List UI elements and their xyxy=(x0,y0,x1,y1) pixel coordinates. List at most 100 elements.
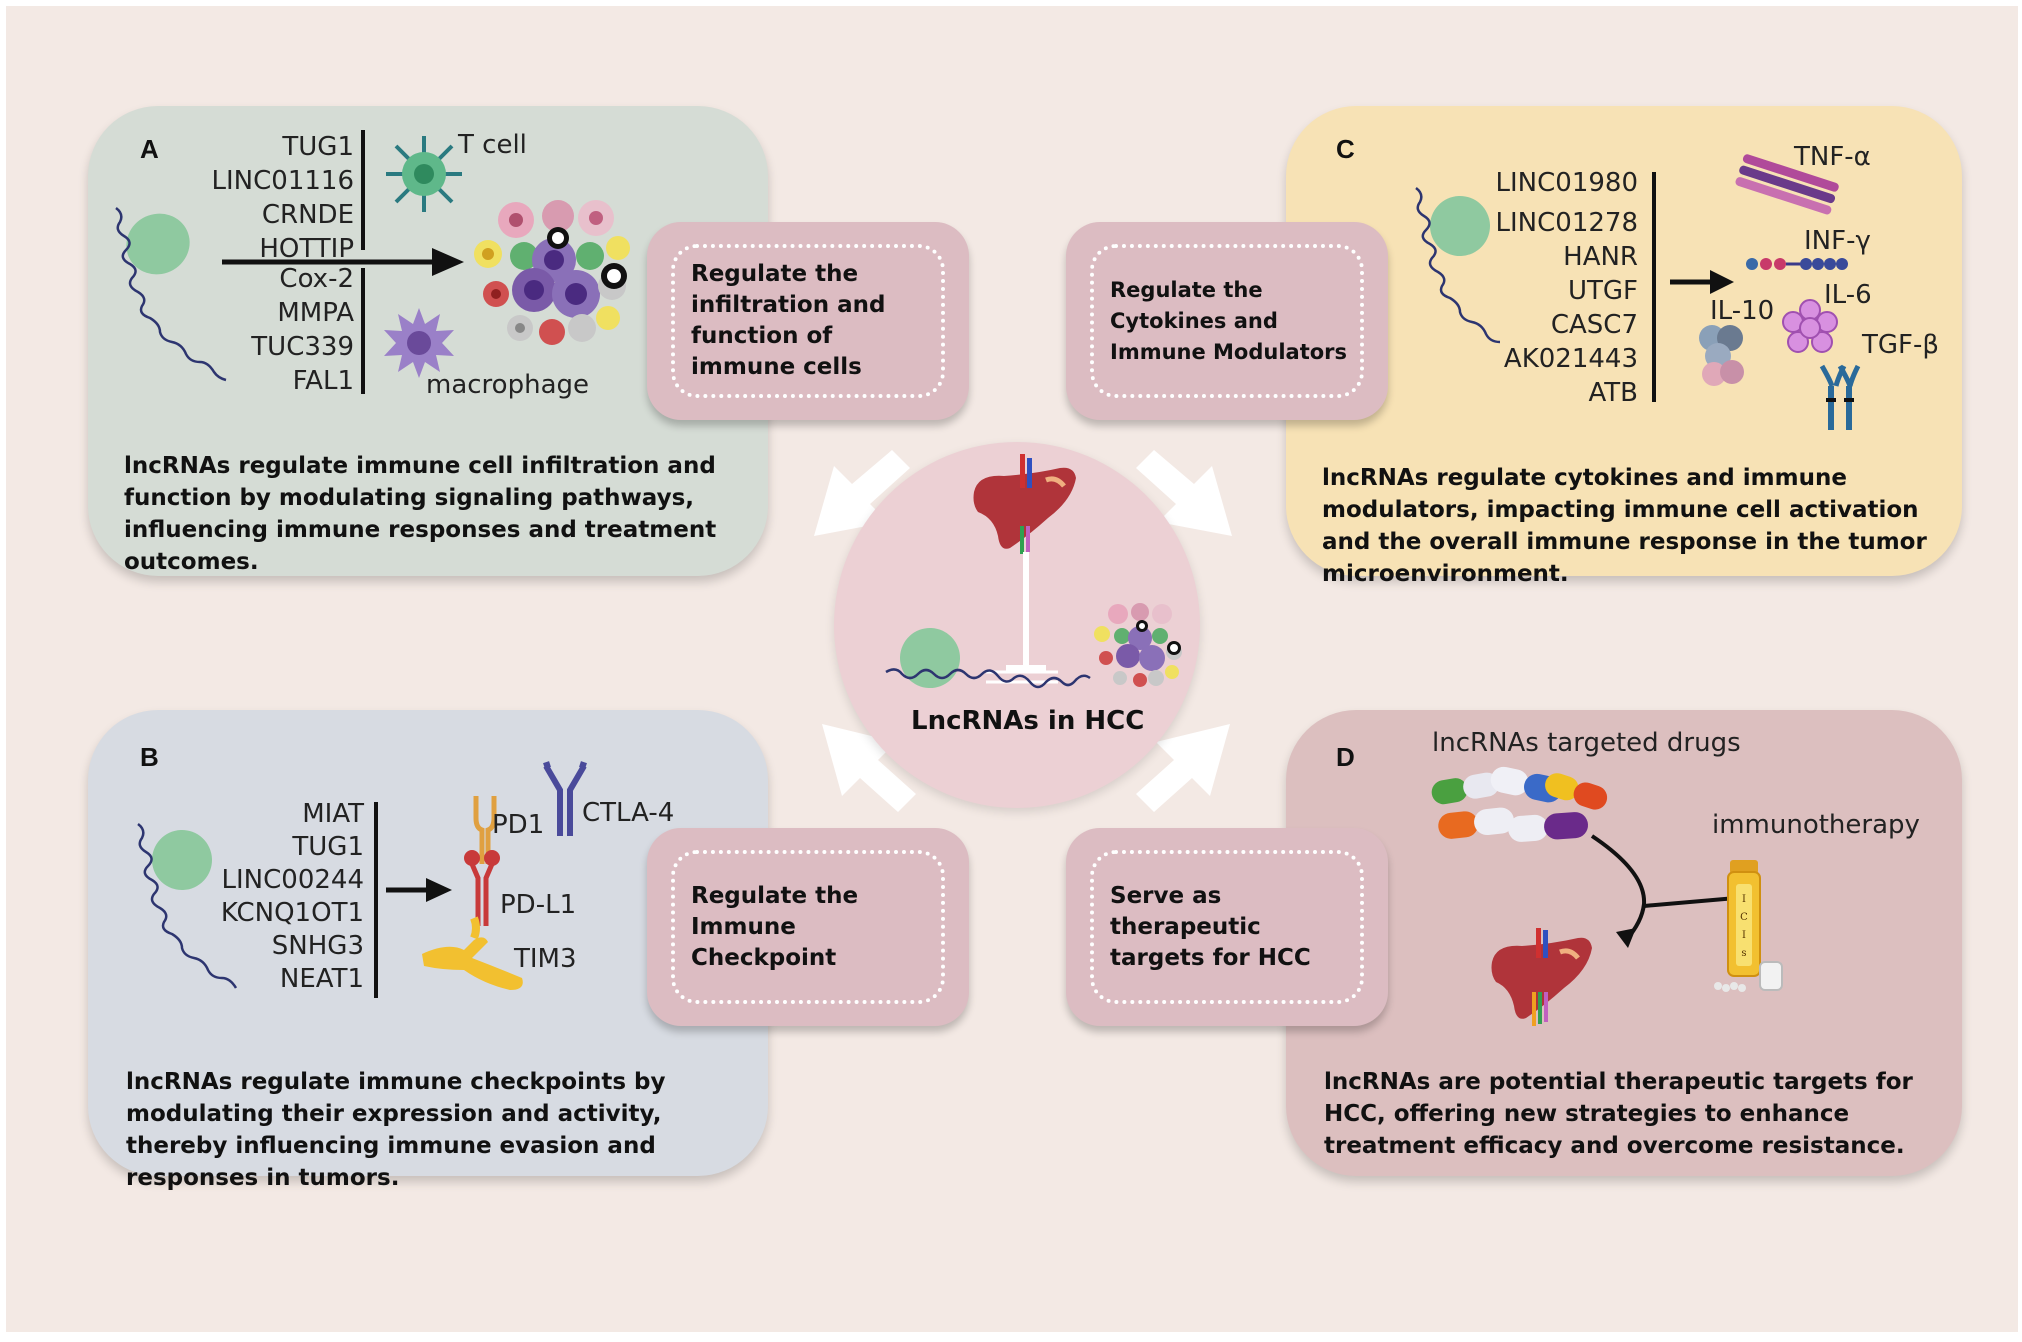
inf-gamma-icon xyxy=(1746,258,1848,270)
svg-text:C: C xyxy=(1740,912,1748,923)
gene: MIAT xyxy=(302,799,364,829)
ici-vial-icon: I C I s xyxy=(1714,860,1783,992)
box-infiltration-frame: Regulate the infiltration and function o… xyxy=(671,244,945,398)
il-10-icon xyxy=(1699,325,1744,386)
box-infiltration-text: Regulate the infiltration and function o… xyxy=(691,261,886,380)
box-cytokines: Regulate the Cytokines and Immune Modula… xyxy=(1066,222,1388,420)
panel-c xyxy=(1286,106,1962,576)
svg-text:s: s xyxy=(1741,948,1746,959)
gene: LINC01278 xyxy=(1495,208,1638,238)
box-cytokines-frame: Regulate the Cytokines and Immune Modula… xyxy=(1090,244,1364,398)
panel-a-genes-bottom: Cox-2 MMPA TUC339 FAL1 xyxy=(196,262,354,398)
box-infiltration: Regulate the infiltration and function o… xyxy=(647,222,969,420)
arrow-right xyxy=(222,248,464,276)
gene: NEAT1 xyxy=(279,964,364,994)
gene: SNHG3 xyxy=(271,931,364,961)
arrow-down-left xyxy=(822,724,916,812)
convergence-arrows xyxy=(1590,834,1737,948)
ici-label: I xyxy=(1742,894,1746,905)
arrow-up-left xyxy=(814,450,910,536)
gene: Cox-2 xyxy=(279,264,354,294)
tnf-alpha-icon xyxy=(1735,154,1839,215)
box-therapeutic-text: Serve as therapeutic targets for HCC xyxy=(1110,882,1311,971)
gene: UTGF xyxy=(1567,276,1638,306)
ctla4-label: CTLA-4 xyxy=(582,798,675,828)
gene: HOTTIP xyxy=(259,234,354,264)
lncrna-icon-c xyxy=(1415,187,1501,344)
gene: LINC00244 xyxy=(221,865,364,895)
center-liver-icon xyxy=(973,454,1076,554)
immune-cells-icon xyxy=(474,200,630,345)
pd1-label: PD1 xyxy=(492,810,545,840)
figure-canvas: A TUG1 LINC01116 CRNDE HOTTIP Cox-2 MMPA… xyxy=(6,6,2018,1332)
tgf-beta-icon xyxy=(1819,364,1861,430)
inhibition-bar xyxy=(374,802,378,998)
il-10-label: IL-10 xyxy=(1710,296,1775,326)
panel-a-description: lncRNAs regulate immune cell infiltratio… xyxy=(124,453,717,575)
gene: CRNDE xyxy=(261,200,354,230)
drugs-label: lncRNAs targeted drugs xyxy=(1432,728,1741,758)
arrow-right xyxy=(1670,270,1734,294)
arrow-up-right xyxy=(1136,450,1232,536)
lncrna-icon-a xyxy=(115,207,227,382)
gene: LINC01980 xyxy=(1495,168,1638,198)
t-cell-label: T cell xyxy=(458,130,527,160)
gene: LINC01116 xyxy=(211,166,354,196)
pd-l1-icon xyxy=(464,850,500,926)
pd-l1-label: PD-L1 xyxy=(500,890,577,920)
arrow-down-right xyxy=(1136,724,1230,812)
gene: KCNQ1OT1 xyxy=(220,898,364,928)
il-6-label: IL-6 xyxy=(1824,280,1872,310)
panel-c-genes: LINC01980 LINC01278 HANR UTGF CASC7 AK02… xyxy=(1476,166,1638,410)
panel-b-genes: MIAT TUG1 LINC00244 KCNQ1OT1 SNHG3 NEAT1 xyxy=(206,798,364,996)
inhibition-symbol xyxy=(1006,552,1046,671)
inhibition-bar xyxy=(361,130,365,250)
box-checkpoint-frame: Regulate the Immune Checkpoint xyxy=(671,850,945,1004)
gene: HANR xyxy=(1563,242,1638,272)
tnf-alpha-label: TNF-α xyxy=(1794,142,1871,172)
svg-text:I: I xyxy=(1742,930,1746,941)
macrophage-icon xyxy=(384,308,454,378)
gene: ATB xyxy=(1588,378,1639,408)
gene: TUC339 xyxy=(251,332,354,362)
gene: FAL1 xyxy=(292,366,354,396)
liver-icon xyxy=(1491,928,1592,1026)
panel-a-letter: A xyxy=(140,134,159,164)
panel-c-letter: C xyxy=(1336,134,1355,164)
gene: CASC7 xyxy=(1550,310,1638,340)
t-cell-icon xyxy=(386,136,462,212)
gene: AK021443 xyxy=(1503,344,1638,374)
panel-a-genes-top: TUG1 LINC01116 CRNDE HOTTIP xyxy=(196,130,354,266)
panel-d xyxy=(1286,710,1962,1176)
panel-c-description: lncRNAs regulate cytokines and immune mo… xyxy=(1322,465,1927,587)
macrophage-label: macrophage xyxy=(426,370,589,400)
inhibition-bar xyxy=(361,268,365,394)
center-label: LncRNAs in HCC xyxy=(911,706,1145,736)
center-immune-cells-icon xyxy=(1094,603,1182,687)
pills-icon xyxy=(1431,766,1608,842)
gene: MMPA xyxy=(277,298,354,328)
box-therapeutic: Serve as therapeutic targets for HCC xyxy=(1066,828,1388,1026)
box-cytokines-text: Regulate the Cytokines and Immune Modula… xyxy=(1110,277,1348,364)
panel-b-letter: B xyxy=(140,742,159,772)
box-checkpoint: Regulate the Immune Checkpoint xyxy=(647,828,969,1026)
panel-d-description: lncRNAs are potential therapeutic target… xyxy=(1324,1069,1913,1159)
panel-d-letter: D xyxy=(1336,742,1355,772)
inhibition-bar xyxy=(1652,172,1656,402)
inf-gamma-label: INF-γ xyxy=(1804,226,1871,256)
il-6-icon xyxy=(1782,299,1838,353)
gene: TUG1 xyxy=(282,132,354,162)
box-therapeutic-frame: Serve as therapeutic targets for HCC xyxy=(1090,850,1364,1004)
ctla4-icon xyxy=(543,761,587,836)
box-checkpoint-text: Regulate the Immune Checkpoint xyxy=(691,882,859,971)
tgf-beta-label: TGF-β xyxy=(1862,330,1939,360)
immunotherapy-label: immunotherapy xyxy=(1712,810,1920,840)
pd1-icon xyxy=(473,796,497,864)
center-lncrna-icon xyxy=(885,628,1091,689)
tim3-icon xyxy=(422,916,523,990)
tim3-label: TIM3 xyxy=(514,944,577,974)
arrow-right xyxy=(386,878,452,902)
gene: TUG1 xyxy=(292,832,364,862)
panel-b-description: lncRNAs regulate immune checkpoints by m… xyxy=(126,1069,666,1191)
lncrna-icon-b xyxy=(137,823,238,989)
